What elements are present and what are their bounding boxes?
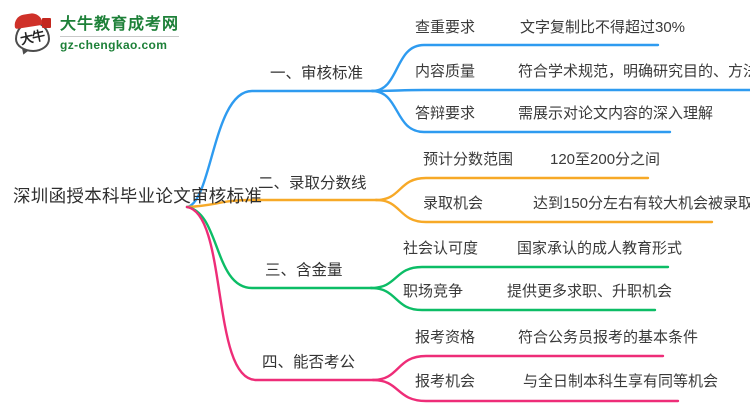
- branch-2-trunk-line: [185, 198, 378, 209]
- logo-title: 大牛教育成考网: [60, 16, 180, 33]
- node-value: 国家承认的成人教育形式: [517, 240, 683, 257]
- logo-red-seal: [42, 18, 51, 28]
- branch-1-child-1-line: [370, 43, 660, 93]
- branch-4-lines: [185, 205, 680, 403]
- branch-3-child-2-line: [369, 286, 657, 312]
- branch-4-label: 四、能否考公: [262, 354, 356, 371]
- branch-4-trunk-line: [185, 205, 375, 382]
- node-keyword: 答辩要求: [415, 105, 476, 122]
- logo-divider: [60, 36, 180, 37]
- logo-bubble-text: 大牛: [19, 27, 47, 48]
- branch-1-child-2-line: [370, 88, 750, 93]
- branch-2-lines: [185, 176, 714, 224]
- node-value: 提供更多求职、升职机会: [507, 283, 673, 300]
- node-keyword: 报考机会: [415, 373, 476, 390]
- branch-2-child-1-line: [374, 176, 650, 202]
- root-node-label: 深圳函授本科毕业论文审核标准: [13, 186, 263, 206]
- node-keyword: 查重要求: [415, 19, 476, 36]
- branch-2-label: 二、录取分数线: [258, 175, 367, 192]
- node-keyword: 职场竞争: [403, 283, 464, 300]
- node-keyword: 内容质量: [415, 63, 476, 80]
- node-value: 符合学术规范，明确研究目的、方法和结论: [518, 63, 750, 80]
- branch-1-label: 一、审核标准: [270, 65, 364, 82]
- branch-1-lines: [185, 43, 750, 209]
- node-keyword: 录取机会: [423, 195, 484, 212]
- branch-1-trunk-line: [185, 89, 374, 209]
- branch-4-child-1-line: [371, 354, 665, 382]
- node-value: 120至200分之间: [550, 151, 661, 168]
- node-value: 达到150分左右有较大机会被录取: [533, 195, 750, 212]
- node-keyword: 预计分数范围: [423, 151, 514, 168]
- node-value: 与全日制本科生享有同等机会: [523, 373, 719, 390]
- node-value: 需展示对论文内容的深入理解: [518, 105, 714, 122]
- node-value: 文字复制比不得超过30%: [520, 19, 686, 36]
- branch-3-child-1-line: [369, 265, 670, 290]
- branch-4-child-2-line: [371, 378, 680, 403]
- site-logo[interactable]: 大牛 大牛教育成考网 gz-chengkao.com: [13, 11, 180, 56]
- node-keyword: 社会认可度: [403, 240, 479, 257]
- branch-3-label: 三、含金量: [265, 262, 343, 279]
- node-value: 符合公务员报考的基本条件: [518, 329, 699, 346]
- branch-2-child-2-line: [374, 198, 714, 224]
- daniu-bubble-icon: 大牛: [13, 11, 53, 56]
- branch-1-child-3-line: [370, 89, 672, 134]
- node-keyword: 报考资格: [415, 329, 476, 346]
- logo-domain: gz-chengkao.com: [60, 38, 168, 52]
